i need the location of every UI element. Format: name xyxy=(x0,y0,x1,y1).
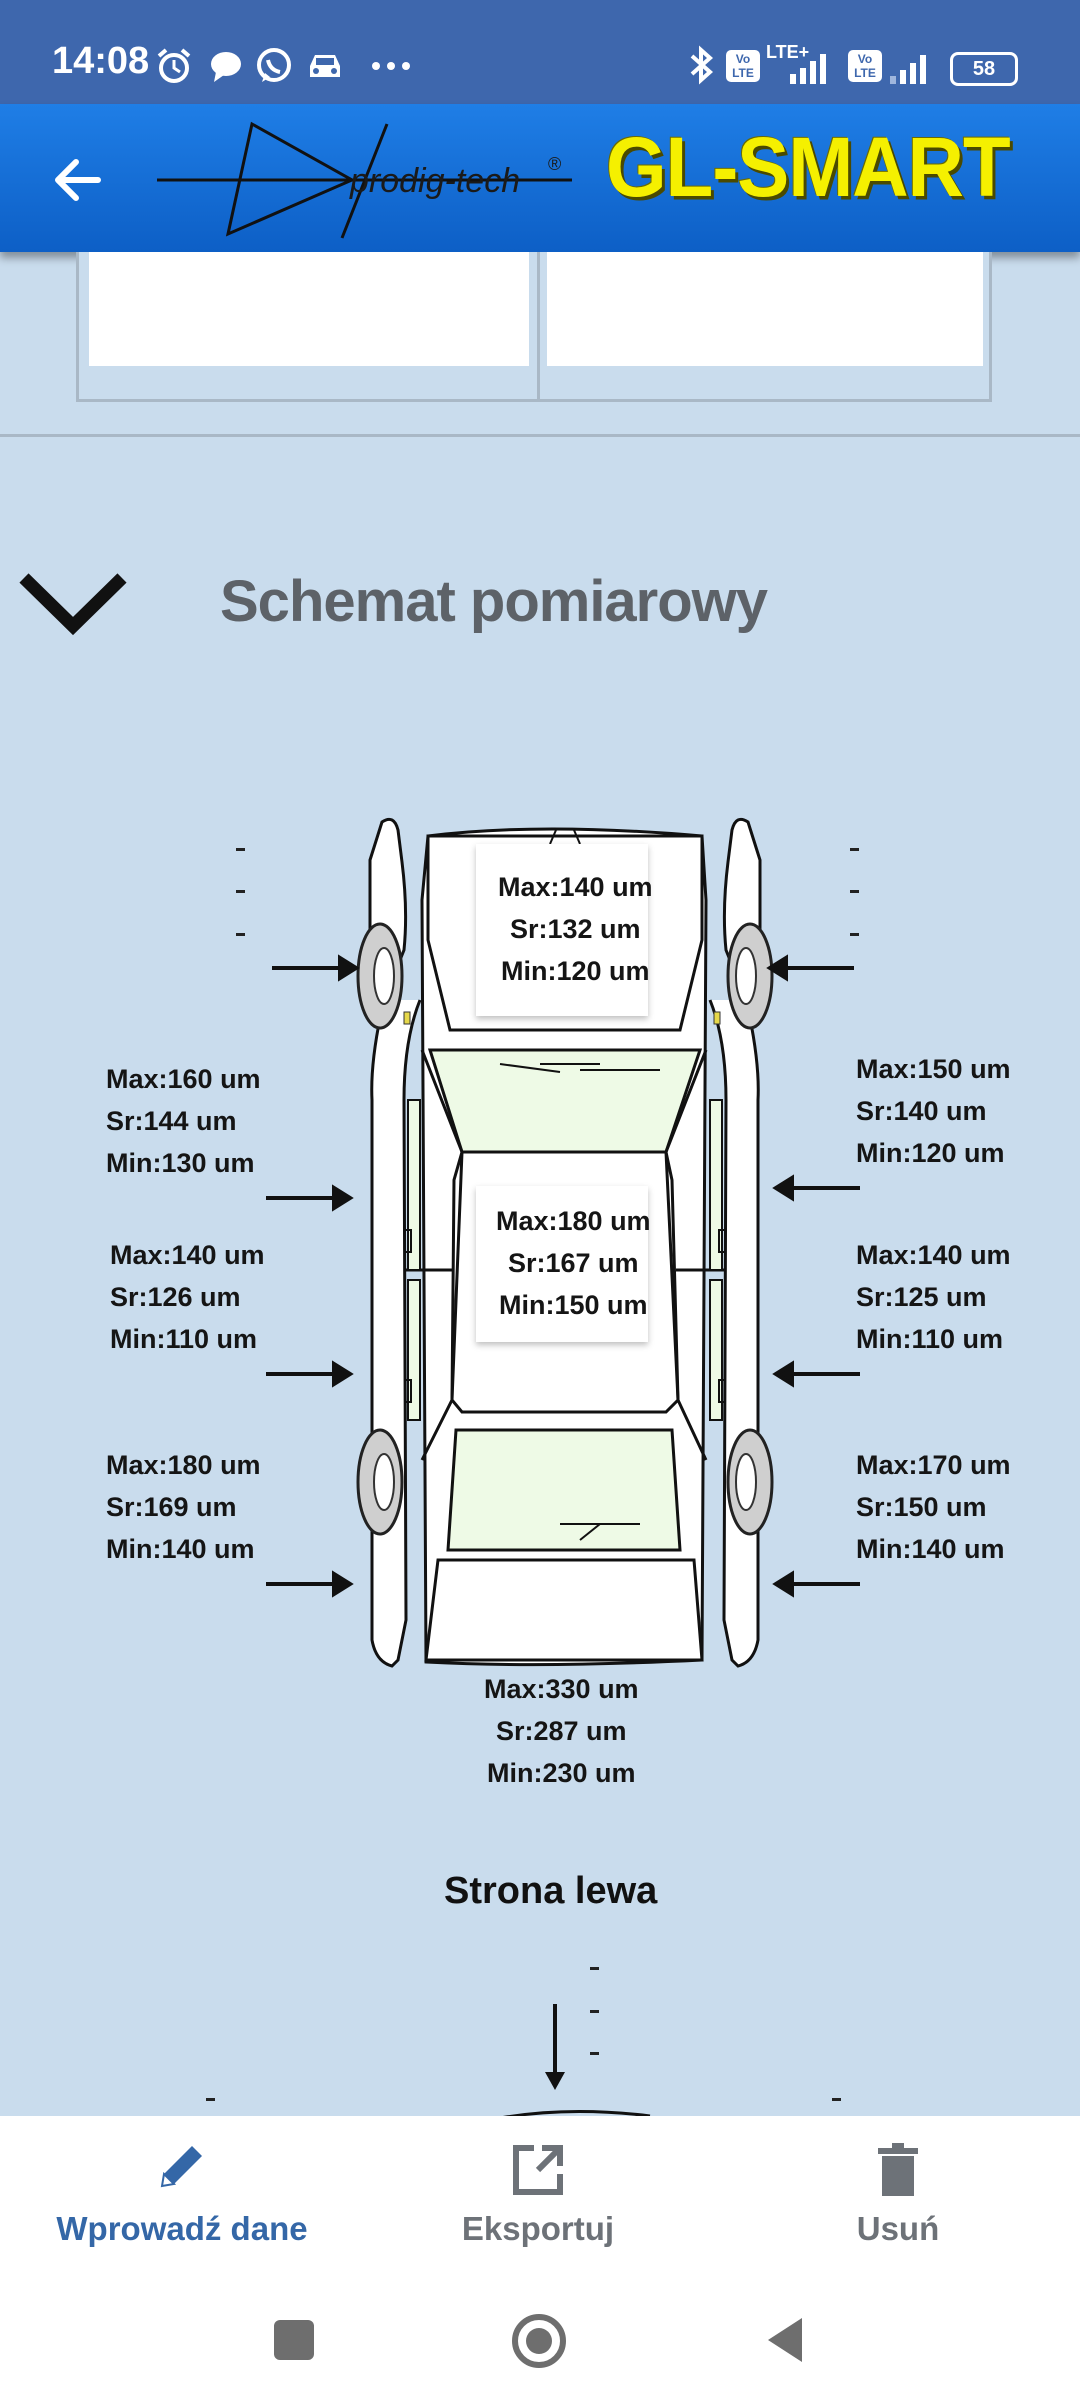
subsection-title: Strona lewa xyxy=(444,1870,658,1912)
alarm-icon xyxy=(157,48,191,83)
export-label: Eksportuj xyxy=(461,2210,615,2247)
network-type: LTE+ xyxy=(766,42,810,62)
brand-registered-mark: ® xyxy=(548,154,562,174)
summary-cell-left xyxy=(89,252,529,366)
back-nav-button[interactable] xyxy=(762,2314,806,2366)
measurement-card-hood xyxy=(476,844,648,1016)
wheel-icon xyxy=(356,922,774,1536)
hood-max: Max:140 um xyxy=(498,872,653,902)
delete-label: Usuń xyxy=(856,2210,940,2247)
rfd-max: Max:150 um xyxy=(856,1054,1011,1084)
export-icon xyxy=(513,2145,563,2195)
summary-table xyxy=(76,252,992,402)
rfd-avg: Sr:140 um xyxy=(856,1096,987,1126)
chevron-down-icon[interactable] xyxy=(18,570,128,640)
measurement-left-rear-door: Max:140 um Sr:126 um Min:110 um xyxy=(110,1234,265,1360)
rfd-min: Min:120 um xyxy=(856,1138,1005,1168)
roof-max: Max:180 um xyxy=(496,1206,651,1236)
trunk-avg: Sr:287 um xyxy=(496,1716,627,1746)
measurement-card-roof xyxy=(476,1186,648,1342)
app-title: GL-SMART xyxy=(606,119,1011,215)
summary-cell-right xyxy=(547,252,983,366)
car-side-outline xyxy=(499,2109,651,2120)
empty-marker xyxy=(236,933,245,936)
signal-icon xyxy=(790,54,826,84)
measurement-trunk: Max:330 um Sr:287 um Min:230 um xyxy=(484,1668,639,1794)
empty-marker xyxy=(206,2098,215,2101)
measurement-right-rear-door: Max:140 um Sr:125 um Min:110 um xyxy=(856,1234,1011,1360)
empty-marker xyxy=(236,890,245,893)
measurement-left-rear-fender: Max:180 um Sr:169 um Min:140 um xyxy=(106,1444,261,1570)
brand-name: prodig-tech xyxy=(350,162,521,200)
trunk-max: Max:330 um xyxy=(484,1674,639,1704)
rrf-avg: Sr:150 um xyxy=(856,1492,987,1522)
empty-marker xyxy=(590,1967,599,1970)
hood-min: Min:120 um xyxy=(501,956,650,986)
status-bar: 14:08 Vo LTE LTE+ Vo LTE 58 xyxy=(0,0,1080,104)
empty-marker xyxy=(850,848,859,851)
down-arrow-icon xyxy=(545,2004,565,2090)
roof-min: Min:150 um xyxy=(499,1290,648,1320)
message-icon xyxy=(211,52,241,82)
signal-icon-2 xyxy=(890,55,926,84)
car-icon xyxy=(310,55,340,77)
empty-marker xyxy=(850,890,859,893)
whatsapp-icon xyxy=(257,48,291,82)
brand-logo-icon xyxy=(157,121,572,239)
summary-divider xyxy=(537,252,540,402)
bluetooth-icon xyxy=(690,45,714,85)
back-button[interactable] xyxy=(48,150,108,210)
lrf-avg: Sr:169 um xyxy=(106,1492,237,1522)
lrd-max: Max:140 um xyxy=(110,1240,265,1270)
section-title: Schemat pomiarowy xyxy=(220,569,768,634)
lrf-max: Max:180 um xyxy=(106,1450,261,1480)
roof-avg: Sr:167 um xyxy=(508,1248,639,1278)
rrd-max: Max:140 um xyxy=(856,1240,1011,1270)
recents-button[interactable] xyxy=(272,2318,316,2362)
delete-button[interactable]: Usuń xyxy=(818,2140,978,2248)
app-bar: prodig-tech ® GL-SMART xyxy=(0,104,1080,252)
lfd-avg: Sr:144 um xyxy=(106,1106,237,1136)
lfd-max: Max:160 um xyxy=(106,1064,261,1094)
empty-marker xyxy=(850,933,859,936)
measurement-right-front-door: Max:150 um Sr:140 um Min:120 um xyxy=(856,1048,1011,1174)
lfd-min: Min:130 um xyxy=(106,1148,255,1178)
rrf-min: Min:140 um xyxy=(856,1534,1005,1564)
trash-icon xyxy=(878,2143,918,2196)
empty-marker xyxy=(236,848,245,851)
rrf-max: Max:170 um xyxy=(856,1450,1011,1480)
lrf-min: Min:140 um xyxy=(106,1534,255,1564)
empty-marker xyxy=(590,2052,599,2055)
export-button[interactable]: Eksportuj xyxy=(420,2140,656,2248)
rrd-avg: Sr:125 um xyxy=(856,1282,987,1312)
enter-data-label: Wprowadź dane xyxy=(56,2210,308,2247)
section-divider xyxy=(0,434,1080,437)
trunk-min: Min:230 um xyxy=(487,1758,636,1788)
measurement-right-rear-fender: Max:170 um Sr:150 um Min:140 um xyxy=(856,1444,1011,1570)
lrd-min: Min:110 um xyxy=(110,1324,258,1354)
hood-avg: Sr:132 um xyxy=(510,914,641,944)
enter-data-button[interactable]: Wprowadź dane xyxy=(44,2136,320,2248)
empty-marker xyxy=(590,2010,599,2013)
volte-badge: Vo LTE xyxy=(726,50,760,82)
system-navigation-bar xyxy=(0,2278,1080,2400)
battery-indicator: 58 xyxy=(950,52,1018,86)
lrd-avg: Sr:126 um xyxy=(110,1282,241,1312)
empty-marker xyxy=(832,2098,841,2101)
measurement-left-front-door: Max:160 um Sr:144 um Min:130 um xyxy=(106,1058,261,1184)
volte-badge-2: Vo LTE xyxy=(848,50,882,82)
home-button[interactable] xyxy=(510,2312,568,2370)
measurement-roof: Max:180 um Sr:167 um Min:150 um xyxy=(496,1200,651,1326)
measurement-hood: Max:140 um Sr:132 um Min:120 um xyxy=(498,866,653,992)
rrd-min: Min:110 um xyxy=(856,1324,1004,1354)
more-icon xyxy=(372,62,410,70)
pencil-icon xyxy=(160,2146,202,2188)
status-time: 14:08 xyxy=(52,40,150,82)
